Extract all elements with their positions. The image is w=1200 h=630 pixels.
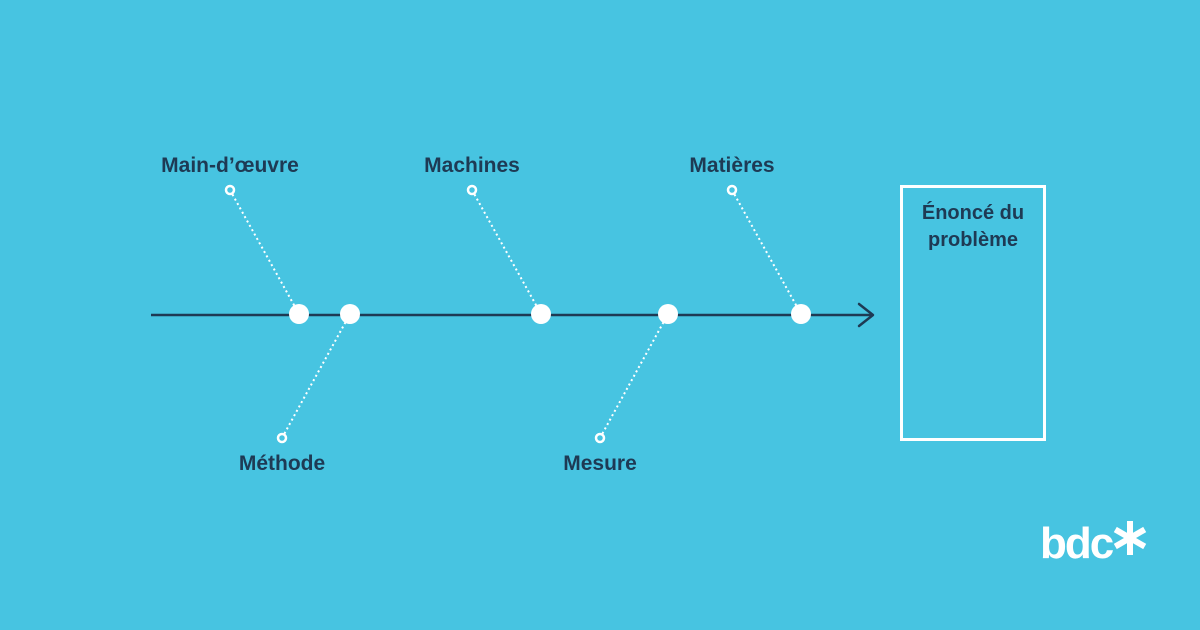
spine-node-machines bbox=[531, 304, 551, 324]
cause-endpoint-main-doeuvre bbox=[224, 184, 236, 196]
cause-endpoint-matieres bbox=[726, 184, 738, 196]
cause-label-machines: Machines bbox=[424, 154, 520, 177]
cause-branch-machines bbox=[471, 189, 542, 315]
cause-endpoint-mesure bbox=[594, 432, 606, 444]
cause-label-matieres: Matières bbox=[689, 154, 775, 177]
cause-branch-matieres bbox=[731, 189, 802, 315]
spine-node-mesure bbox=[658, 304, 678, 324]
cause-label-mesure: Mesure bbox=[563, 452, 637, 475]
bdc-logo: bdc bbox=[1040, 518, 1150, 580]
problem-statement-line-2: problème bbox=[927, 229, 1019, 251]
problem-statement-box: Énoncé du problème bbox=[900, 185, 1046, 441]
problem-statement-line-1: Énoncé du bbox=[921, 202, 1025, 224]
cause-label-main-doeuvre: Main-d’œuvre bbox=[161, 154, 299, 177]
spine-node-main-doeuvre bbox=[289, 304, 309, 324]
asterisk-icon bbox=[1113, 521, 1147, 555]
cause-label-methode: Méthode bbox=[238, 452, 326, 475]
cause-branch-methode bbox=[281, 313, 351, 439]
logo-wordmark: bdc bbox=[1040, 519, 1114, 568]
cause-endpoint-methode bbox=[276, 432, 288, 444]
cause-branch-mesure bbox=[599, 313, 669, 439]
cause-endpoint-machines bbox=[466, 184, 478, 196]
spine-node-methode bbox=[340, 304, 360, 324]
problem-statement-text: Énoncé du problème bbox=[903, 200, 1043, 254]
cause-branch-main-doeuvre bbox=[229, 189, 300, 315]
spine-node-matieres bbox=[791, 304, 811, 324]
spine-arrowhead bbox=[857, 302, 875, 328]
